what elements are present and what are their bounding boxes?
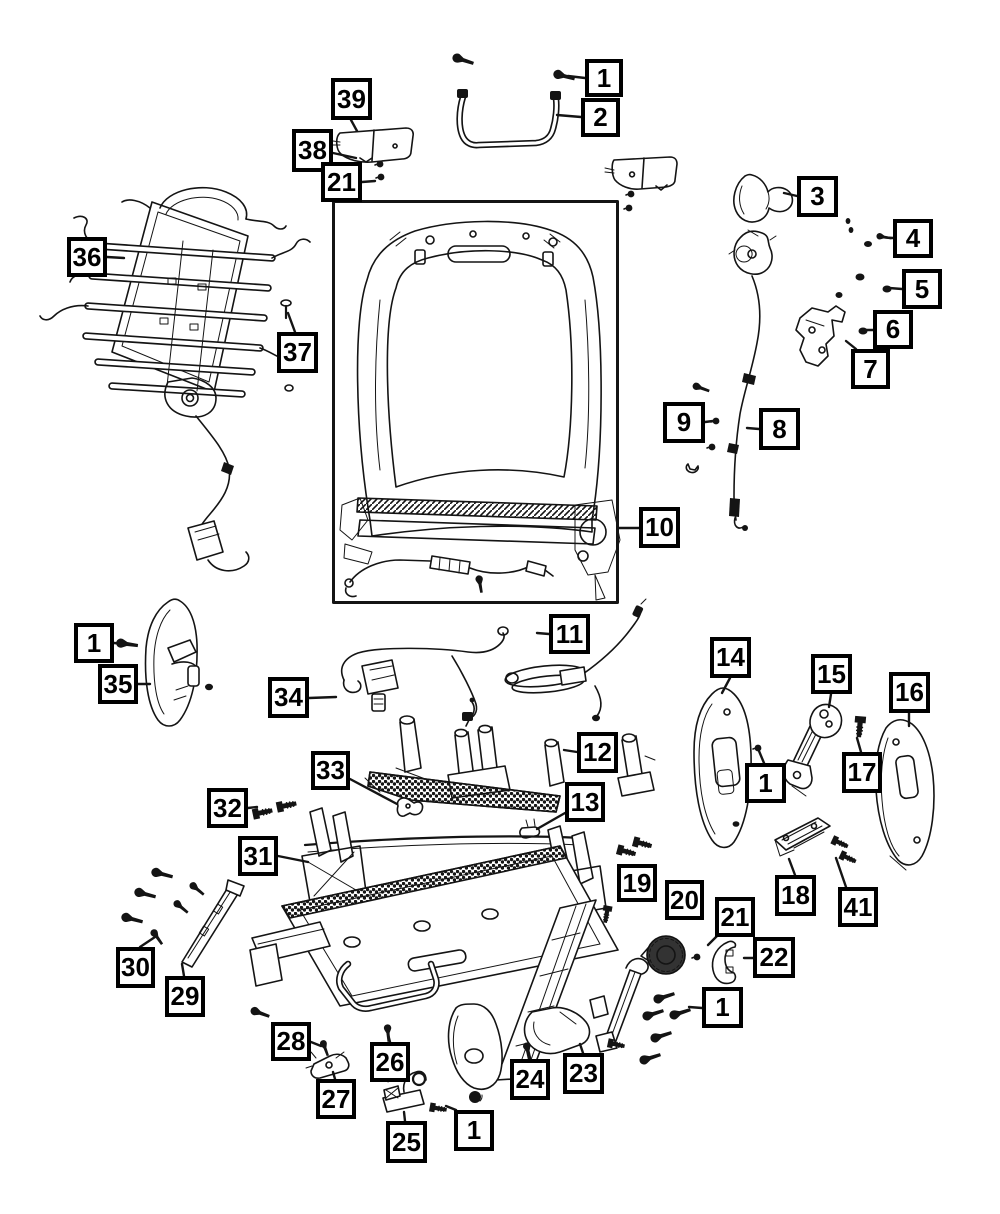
seat-adjuster-frame [249,807,619,1081]
callout-26: 26 [370,1042,410,1082]
seatback-pivot-bracket [795,305,846,367]
wiring-clip [519,818,541,839]
callout-34: 34 [268,677,309,718]
release-cable-11 [504,598,647,722]
screw-icon [375,172,386,182]
callout-4: 4 [893,219,933,258]
callout-21-lower: 21 [715,897,755,937]
callout-28: 28 [271,1022,311,1061]
round-nut [469,1091,483,1103]
recliner-handle-cap [733,173,794,223]
callout-24: 24 [510,1059,550,1100]
callout-1-top: 1 [585,59,623,97]
callout-41: 41 [838,887,878,927]
screw-icon [551,67,577,85]
callout-8: 8 [759,408,800,450]
callout-31: 31 [238,836,278,876]
callout-1-left: 1 [74,623,114,663]
callout-29: 29 [165,976,205,1017]
recliner-release-cable [727,275,761,531]
recliner-tower [617,733,656,797]
callout-3: 3 [797,176,838,217]
callout-6: 6 [873,310,913,349]
callout-9: 9 [663,402,705,443]
recliner-handle [711,940,737,985]
screw-icon [625,189,636,199]
cushion-pan-frame [364,697,565,813]
front-leg-cover [447,1003,503,1090]
callout-16: 16 [889,672,930,713]
callout-32: 32 [207,788,248,828]
callout-30: 30 [116,947,155,988]
belt-anchor-strap [589,957,649,1053]
seatback-lumbar-cable [344,555,554,598]
callout-1-lower: 1 [702,987,743,1028]
screw-icon [623,203,634,213]
callout-27: 27 [316,1079,356,1119]
recliner-gear [640,935,686,975]
belt-tensioner-bracket [774,817,831,857]
bolt-pair-41 [829,834,859,867]
bracket-27 [305,1051,350,1079]
screw-icon [691,952,702,962]
callout-18: 18 [775,875,816,916]
callout-12: 12 [577,732,618,773]
seatback-panel-bracket-right [604,156,678,191]
callout-14: 14 [710,637,751,678]
seat-belt-buckle [782,703,843,797]
callout-17: 17 [842,752,882,793]
callout-1-bottom: 1 [454,1110,494,1151]
screw-icon [205,683,213,691]
bolt-icon [852,714,868,739]
screw-icon [114,637,140,651]
seat-back-frame [339,220,621,601]
seatback-latch [728,229,777,275]
callout-33: 33 [311,751,350,790]
callout-37: 37 [277,332,318,373]
callout-7: 7 [851,349,890,389]
callout-39: 39 [331,78,372,120]
callout-10: 10 [639,507,680,548]
lumbar-wire-harness [187,415,250,572]
detail-view-box [332,200,619,604]
callout-2: 2 [581,98,620,137]
outboard-shield-16 [874,719,935,871]
track-trim-strip [181,879,245,968]
fastener-cluster-right [835,218,893,335]
screw-icon [752,743,763,753]
callout-5: 5 [902,269,942,309]
screw-cluster-30 [119,865,207,947]
screw-icon [318,1038,332,1058]
outboard-shield-14 [693,687,752,849]
callout-25: 25 [386,1121,427,1163]
callout-35: 35 [98,664,138,704]
fastener-cluster-9 [685,380,721,474]
screw-icon [382,1023,394,1043]
bracket-33-clip [396,797,424,817]
bolt-pair-32 [250,797,299,821]
callout-23: 23 [563,1053,604,1094]
inboard-shield [144,598,200,727]
callout-1-mid: 1 [745,763,786,803]
lumbar-mat-screw [280,299,294,392]
callout-15: 15 [811,654,852,694]
seatback-panel-bracket-left [332,127,414,163]
callout-11: 11 [549,614,590,654]
track-end-cover [523,1006,591,1055]
callout-13: 13 [565,782,605,822]
headrest-guide-wire [456,89,561,149]
callout-22: 22 [753,937,795,978]
callout-21-top: 21 [321,162,362,202]
screw-icon [450,51,476,69]
callout-19: 19 [617,864,657,902]
lumbar-support-mat [39,186,311,418]
callout-36: 36 [67,237,107,277]
bolt-icon [428,1101,449,1116]
release-cable-34 [340,626,509,721]
screw-icon [248,1005,272,1021]
callout-20: 20 [665,880,704,920]
